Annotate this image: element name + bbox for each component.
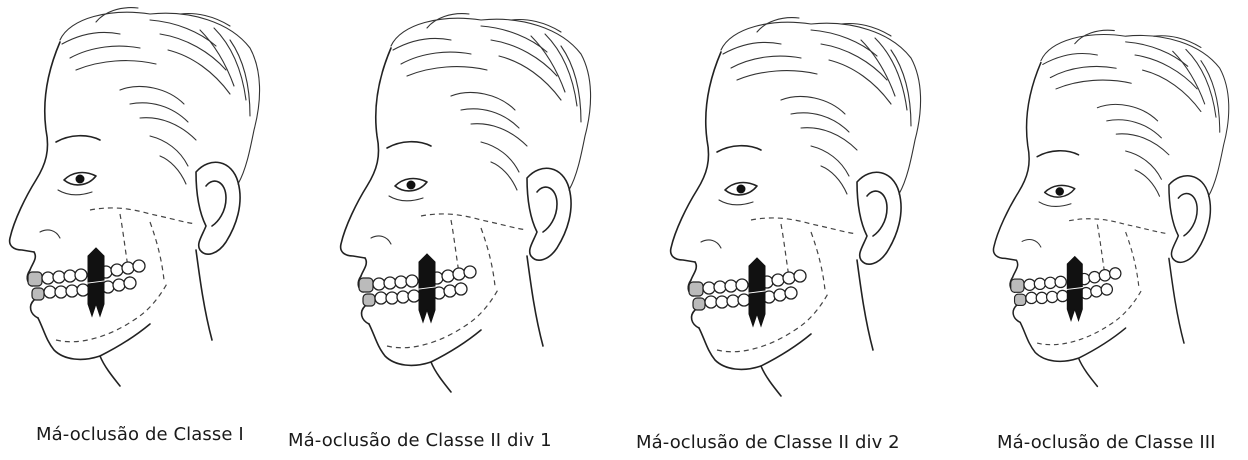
caption-class-3: Má-oclusão de Classe III — [997, 432, 1216, 453]
panel-class-3: Má-oclusão de Classe III — [975, 0, 1248, 460]
class-2-div-1-head-illustration — [300, 0, 620, 400]
caption-class-2-div-1: Má-oclusão de Classe II div 1 — [288, 430, 552, 451]
class-3-head-illustration — [975, 0, 1248, 400]
caption-class-2-div-2: Má-oclusão de Classe II div 2 — [636, 432, 900, 453]
panel-class-2-div-2: Má-oclusão de Classe II div 2 — [630, 0, 950, 460]
panel-class-2-div-1: Má-oclusão de Classe II div 1 — [300, 0, 620, 460]
class-2-div-2-head-illustration — [630, 0, 950, 400]
class-1-head-illustration — [0, 0, 290, 400]
panel-class-1: Má-oclusão de Classe I — [0, 0, 290, 460]
caption-class-1: Má-oclusão de Classe I — [36, 424, 244, 445]
